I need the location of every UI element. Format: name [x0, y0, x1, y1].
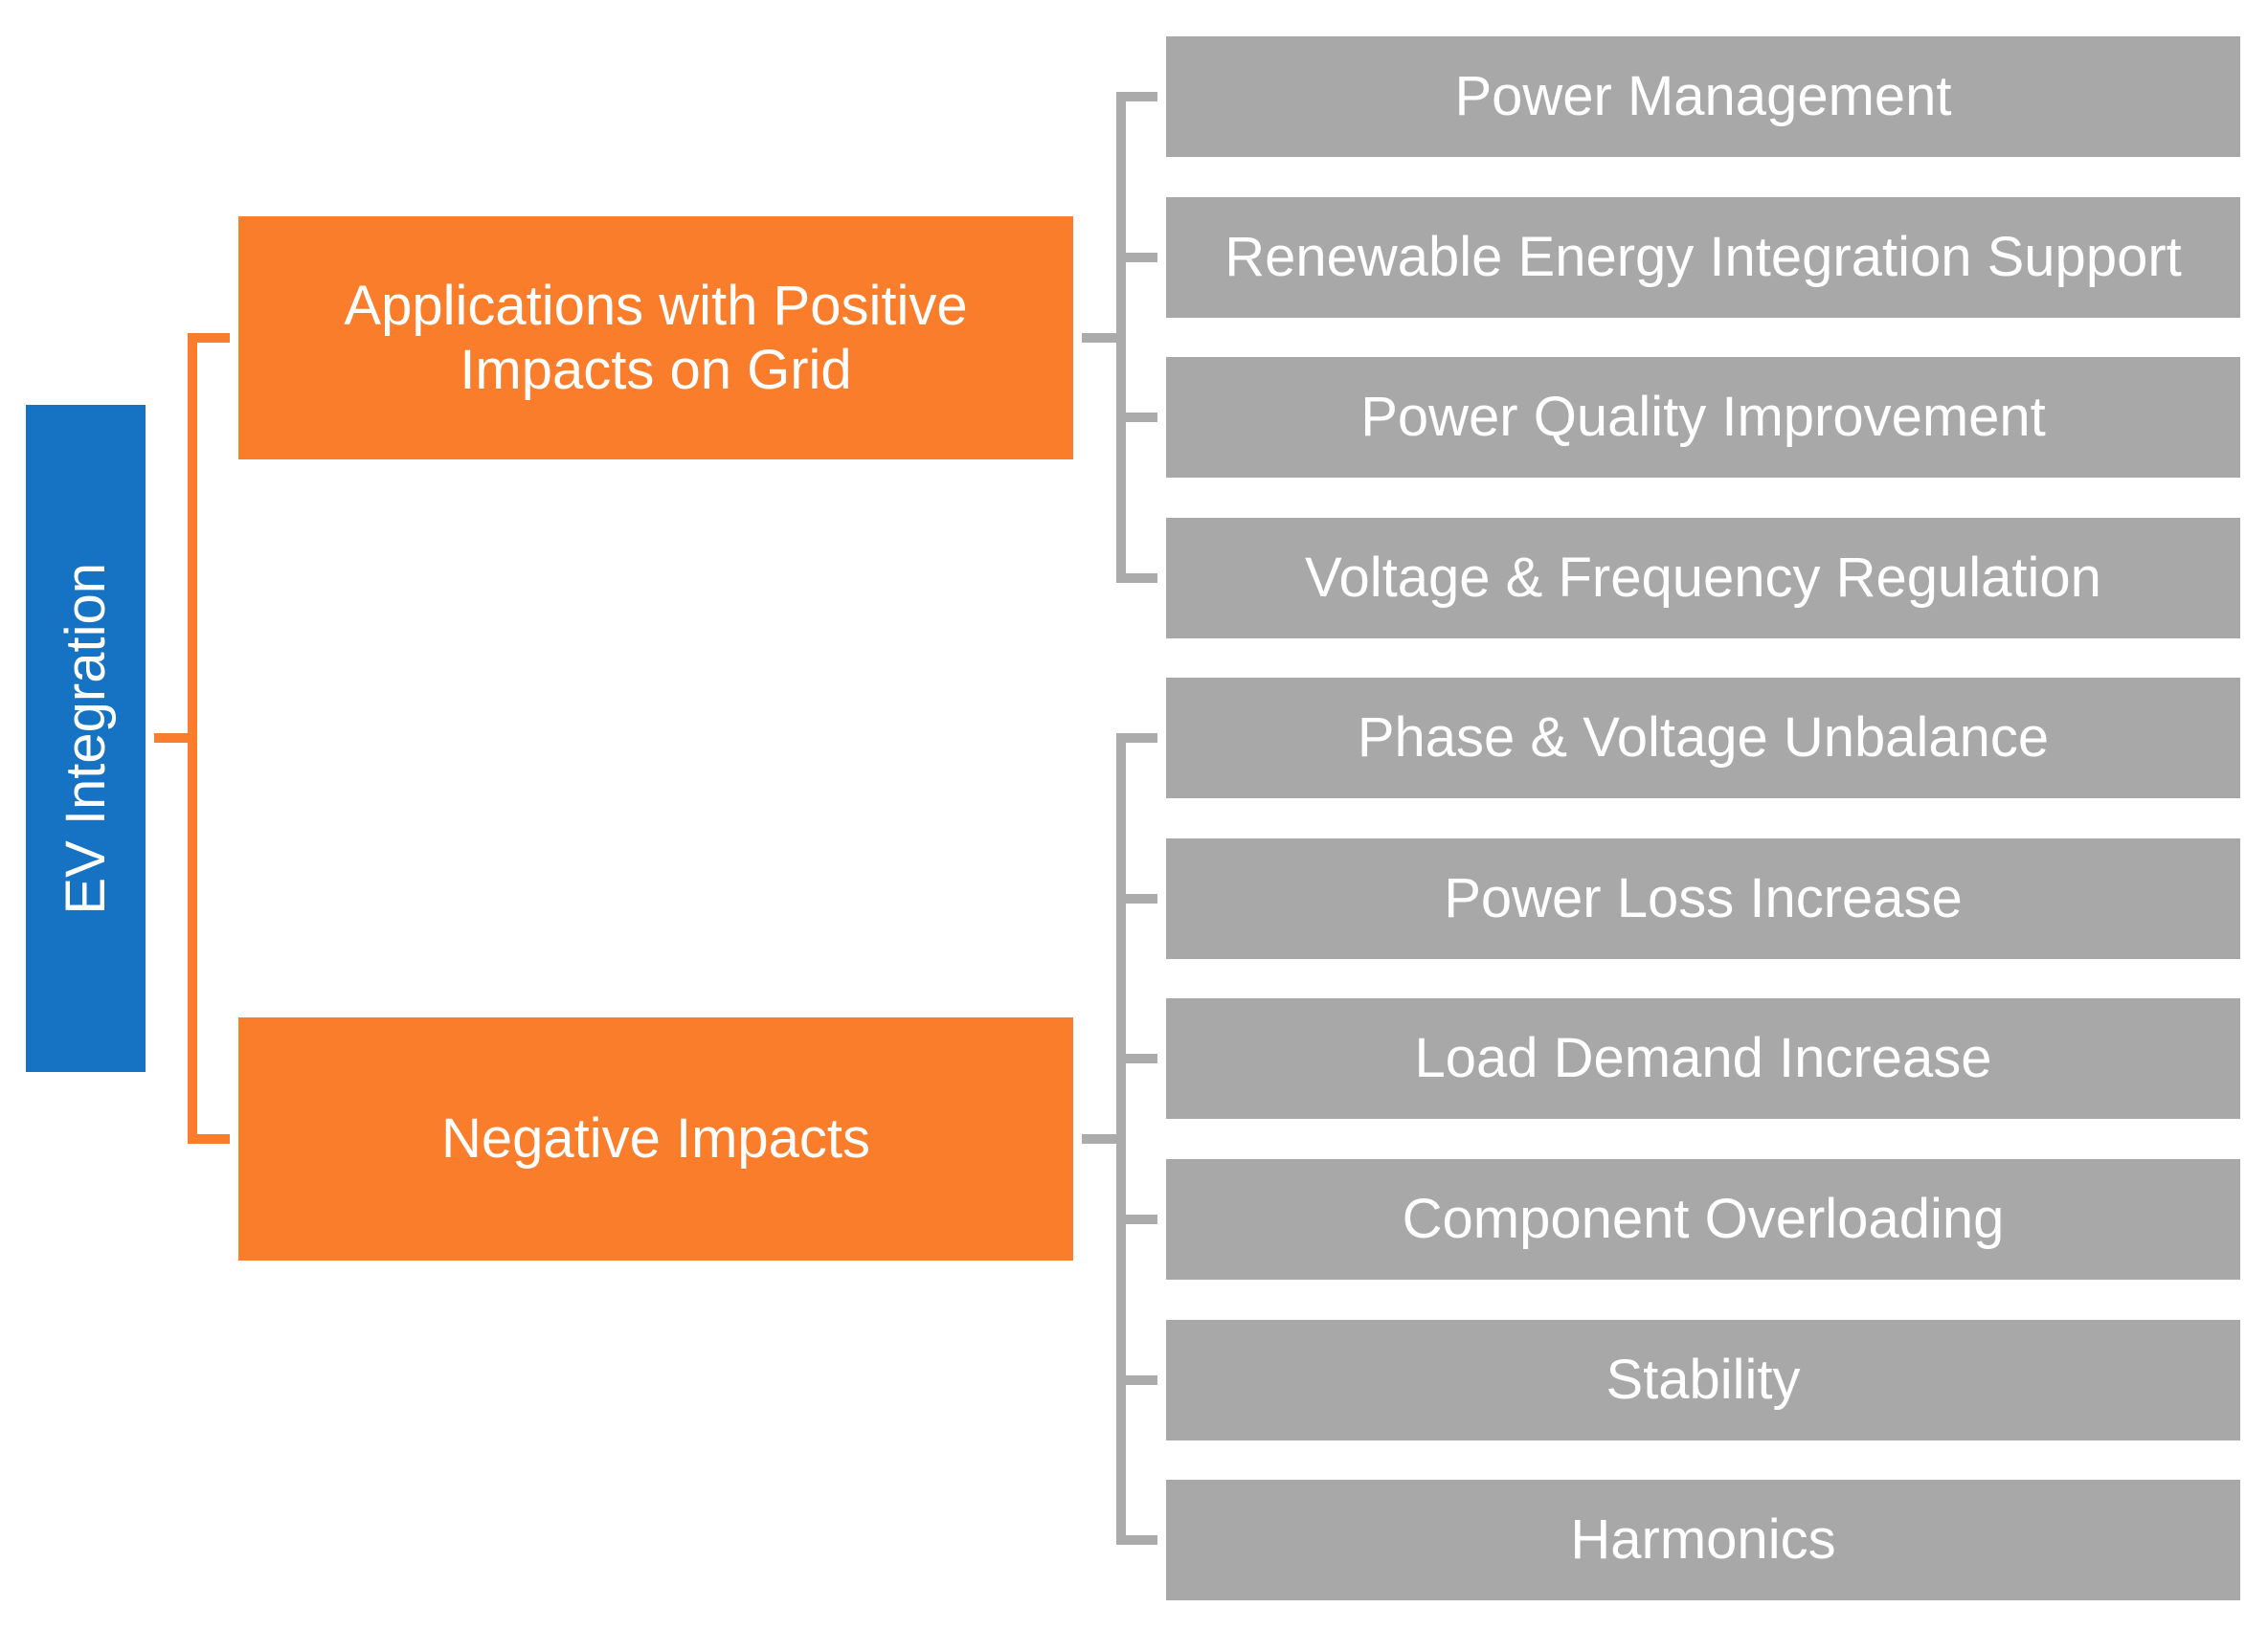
node-load-demand-increase: Load Demand Increase: [1166, 998, 2240, 1119]
connector-leaf5-stub: [1116, 733, 1157, 743]
connector-leaf1-stub: [1116, 92, 1157, 101]
node-ev-integration: EV Integration: [26, 405, 146, 1072]
connector-group1-vertical: [1116, 92, 1126, 583]
node-power-management: Power Management: [1166, 36, 2240, 157]
node-ev-integration-label: EV Integration: [54, 562, 117, 915]
leaf-label: Renewable Energy Integration Support: [1224, 226, 2182, 289]
connector-branch2-in: [1082, 1134, 1116, 1144]
node-stability: Stability: [1166, 1320, 2240, 1440]
leaf-label: Power Management: [1454, 65, 1952, 128]
leaf-label: Phase & Voltage Unbalance: [1357, 706, 2050, 770]
node-harmonics: Harmonics: [1166, 1480, 2240, 1600]
leaf-label: Power Quality Improvement: [1360, 386, 2046, 449]
leaf-label: Stability: [1606, 1349, 1801, 1412]
node-component-overloading: Component Overloading: [1166, 1159, 2240, 1280]
leaf-label: Load Demand Increase: [1414, 1027, 1992, 1090]
connector-branch2-stub: [188, 1134, 230, 1144]
connector-leaf9-stub: [1116, 1375, 1157, 1385]
connector-leaf7-stub: [1116, 1054, 1157, 1063]
connector-leaf8-stub: [1116, 1215, 1157, 1224]
connector-leaf2-stub: [1116, 253, 1157, 262]
node-renewable-energy-integration-support: Renewable Energy Integration Support: [1166, 197, 2240, 318]
node-voltage-frequency-regulation: Voltage & Frequency Regulation: [1166, 518, 2240, 638]
connector-leaf4-stub: [1116, 573, 1157, 583]
node-power-loss-increase: Power Loss Increase: [1166, 838, 2240, 959]
connector-group2-vertical: [1116, 733, 1126, 1545]
connector-branch1-in: [1082, 333, 1116, 343]
connector-leaf10-stub: [1116, 1535, 1157, 1545]
node-negative-impacts: Negative Impacts: [238, 1017, 1073, 1261]
node-phase-voltage-unbalance: Phase & Voltage Unbalance: [1166, 678, 2240, 798]
node-positive-impacts-label: Applications with Positive Impacts on Gr…: [344, 274, 968, 401]
leaf-label: Voltage & Frequency Regulation: [1305, 547, 2101, 610]
connector-root-stub: [154, 733, 197, 743]
connector-leaf3-stub: [1116, 413, 1157, 422]
leaf-label: Power Loss Increase: [1444, 867, 1963, 930]
connector-branch1-stub: [188, 333, 230, 343]
connector-leaf6-stub: [1116, 894, 1157, 904]
node-negative-impacts-label: Negative Impacts: [440, 1107, 871, 1171]
leaf-label: Harmonics: [1570, 1508, 1836, 1572]
node-positive-impacts: Applications with Positive Impacts on Gr…: [238, 216, 1073, 459]
leaf-label: Component Overloading: [1402, 1188, 2005, 1251]
node-power-quality-improvement: Power Quality Improvement: [1166, 357, 2240, 478]
